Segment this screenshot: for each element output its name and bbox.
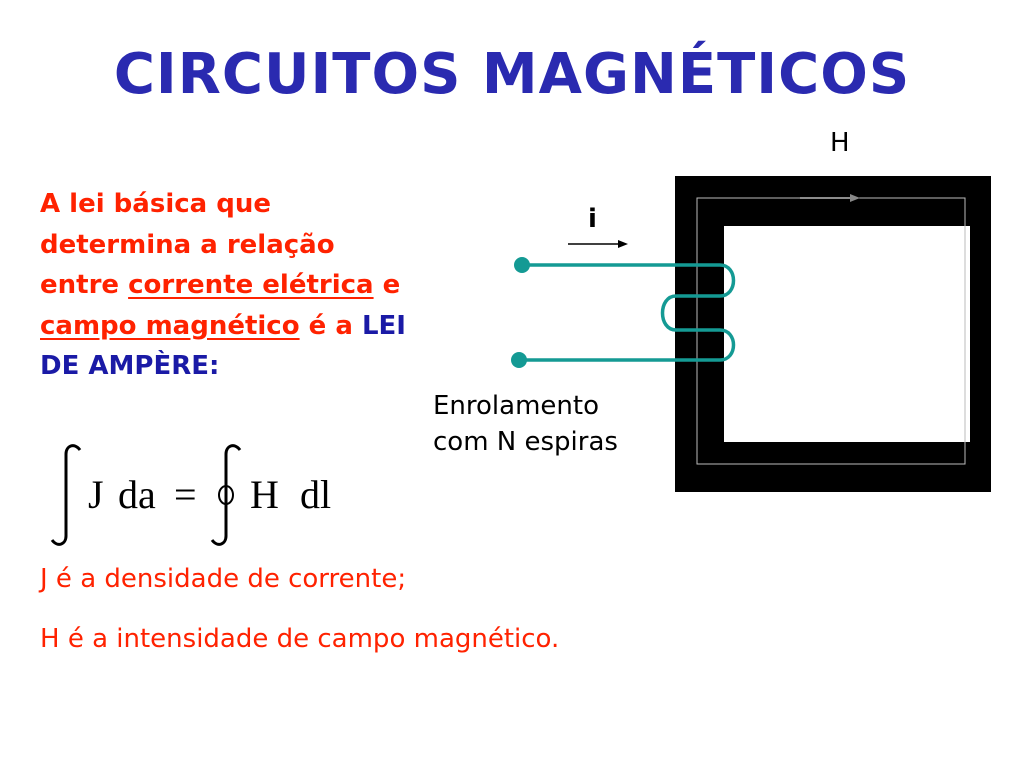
current-arrow-icon [568,240,628,248]
contour-integral-sign [210,444,242,546]
terminal-top [514,257,530,273]
ampere-law-formula: J da = H dl [50,444,331,546]
caption-line-2: com N espiras [433,427,618,457]
contour-circle [218,485,234,505]
definition-j: J é a densidade de corrente; [40,564,407,594]
formula-dl: dl [300,472,331,517]
magnetic-core-diagram [511,176,991,492]
integral-sign-1 [50,444,82,546]
term-corrente-eletrica: corrente elétrica [128,270,374,300]
intro-text-3: é a [299,310,362,341]
formula-h: H [250,472,279,517]
formula-equals: = [174,472,197,517]
formula-j: J [88,472,104,517]
definition-h: H é a intensidade de campo magnético. [40,624,560,654]
intro-text-1: A lei básica que determina a relação ent… [40,189,335,300]
caption-line-1: Enrolamento [433,391,599,421]
h-label: H [830,128,850,158]
formula-da: da [118,472,156,517]
intro-paragraph: A lei básica que determina a relação ent… [40,184,420,387]
current-label: i [588,204,597,234]
term-lei-de-ampere: LEI DE AMPÈRE: [40,310,406,382]
winding-coil [522,263,736,362]
page-title: CIRCUITOS MAGNÉTICOS [113,42,911,107]
core-window [724,226,970,442]
intro-text-2: e [373,270,401,300]
term-campo-magnetico: campo magnético [40,310,300,341]
terminal-bottom [511,352,527,368]
h-arrow-icon [800,194,860,202]
winding-caption: Enrolamento com N espiras [433,388,618,460]
